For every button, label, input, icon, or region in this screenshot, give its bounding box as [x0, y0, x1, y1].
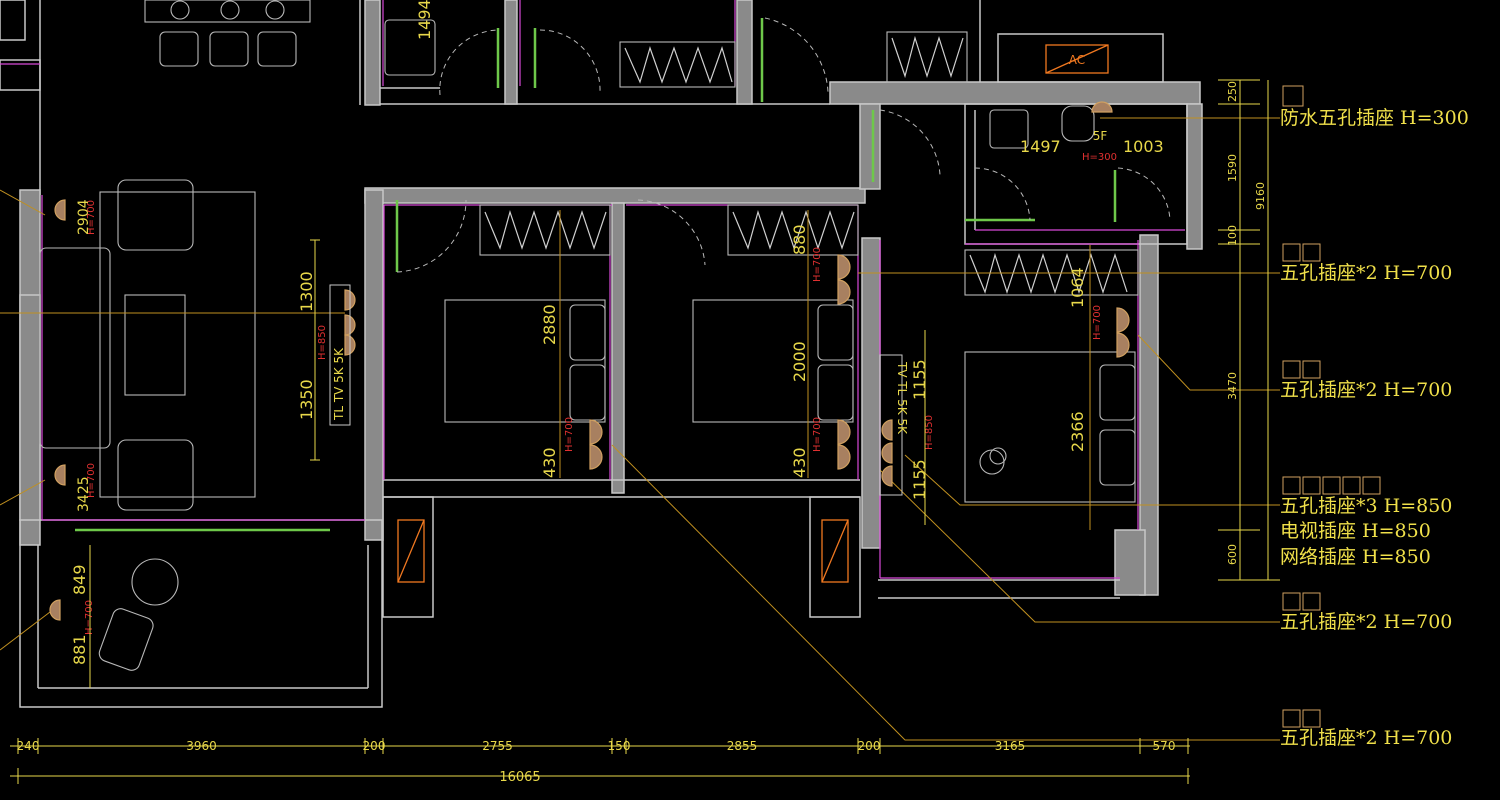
dim-430-a: 430: [540, 447, 559, 478]
legend-icons: [1282, 85, 1381, 728]
height-mark-2: H=700: [812, 417, 823, 452]
dim-right-1590: 1590: [1226, 154, 1239, 182]
height-mark-1: H=700: [812, 247, 823, 282]
bottom-dim-5: 2855: [727, 739, 758, 753]
right-dimensions: 250 1590 100 3470 600 9160: [1226, 81, 1267, 565]
dim-1497: 1497: [1020, 137, 1061, 156]
dim-right-total: 9160: [1254, 182, 1267, 210]
height-mark-3: H=700: [564, 417, 575, 452]
doors: [75, 17, 1171, 532]
height-mark-8: H=700: [86, 200, 97, 235]
dim-1003: 1003: [1123, 137, 1164, 156]
legend-network-socket: 网络插座 H=850: [1280, 546, 1431, 568]
bottom-dim-7: 3165: [995, 739, 1026, 753]
dim-1350: 1350: [297, 379, 316, 420]
wall-sockets: [49, 101, 1130, 621]
bottom-dim-8: 570: [1153, 739, 1176, 753]
dim-881: 881: [70, 634, 89, 665]
bottom-dimension-lines: [10, 738, 1190, 784]
dim-right-3470: 3470: [1226, 372, 1239, 400]
height-mark-5: H=850: [317, 325, 328, 360]
dim-3425: 3425: [76, 476, 92, 512]
dim-1155-a: 1155: [910, 359, 929, 400]
ac-units: [397, 44, 1109, 583]
dim-right-600: 600: [1226, 544, 1239, 565]
leader-lines: [0, 117, 1280, 741]
height-mark-6: H=850: [924, 415, 935, 450]
dim-1064: 1064: [1068, 267, 1087, 308]
dim-1494: 1494: [415, 0, 434, 40]
room-dimensions: 1494 1497 1003 1300 1350 2880 430 880 20…: [70, 0, 1164, 665]
tv-panel-living-label: TL TV 5K 5K: [332, 347, 346, 421]
dim-430-b: 430: [790, 447, 809, 478]
furniture: [39, 0, 1139, 671]
bottom-dim-1: 3960: [186, 739, 217, 753]
ac-label-top: AC: [1069, 53, 1085, 67]
dim-2880: 2880: [540, 304, 559, 345]
bottom-dim-6: 200: [858, 739, 881, 753]
dim-1155-b: 1155: [910, 459, 929, 500]
height-mark-4: H=700: [1092, 305, 1103, 340]
tv-panel-living: [329, 284, 351, 426]
legend-five-hole-x3: 五孔插座*3 H=850: [1280, 495, 1452, 517]
legend-five-hole-x2-a: 五孔插座*2 H=700: [1280, 262, 1452, 284]
dim-2904: 2904: [76, 199, 92, 235]
dim-849: 849: [70, 564, 89, 595]
legend-five-hole-x2-d: 五孔插座*2 H=700: [1280, 727, 1452, 749]
dim-880: 880: [790, 224, 809, 255]
dim-2000: 2000: [790, 341, 809, 382]
bottom-dimensions: 240 3960 200 2755 150 2855 200 3165 570: [17, 739, 1176, 753]
walls: [0, 0, 1203, 708]
dim-2366: 2366: [1068, 411, 1087, 452]
red-height-marks: H=700 H=700 H=700 H=700 H=850 H=850 H=30…: [84, 152, 1117, 635]
tv-panel-bedroom-label: TV TL 5K 5K: [895, 361, 909, 435]
tv-panel-bedroom: [879, 354, 903, 496]
right-dimension-lines: [1218, 79, 1280, 581]
height-mark-7: H=300: [1082, 152, 1117, 163]
dim-right-250: 250: [1226, 81, 1239, 102]
legend-waterproof-socket: 防水五孔插座 H=300: [1280, 107, 1469, 129]
legend-five-hole-x2-c: 五孔插座*2 H=700: [1280, 611, 1452, 633]
height-mark-9: H=700: [86, 463, 97, 498]
dim-right-100: 100: [1226, 225, 1239, 246]
dim-1300: 1300: [297, 271, 316, 312]
legend-five-hole-x2-b: 五孔插座*2 H=700: [1280, 379, 1452, 401]
dim-total-width: 16065: [499, 770, 540, 785]
bottom-dim-0: 240: [17, 739, 40, 753]
bottom-dim-3: 2755: [482, 739, 513, 753]
legend: 防水五孔插座 H=300 五孔插座*2 H=700 五孔插座*2 H=700 五…: [1280, 107, 1469, 749]
room-dimension-lines: [89, 239, 926, 688]
legend-tv-socket: 电视插座 H=850: [1280, 520, 1431, 542]
bottom-dim-2: 200: [363, 739, 386, 753]
waterproof-socket-label: 5F: [1093, 129, 1108, 143]
bottom-dim-4: 150: [608, 739, 631, 753]
